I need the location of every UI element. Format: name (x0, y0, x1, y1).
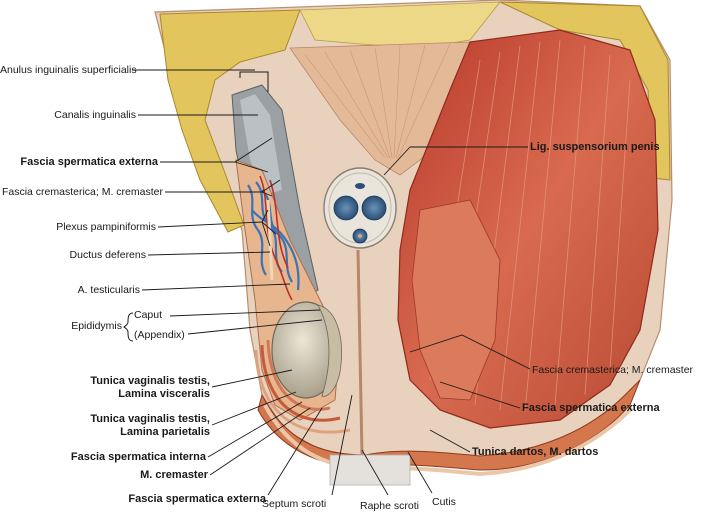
testicular-artery (259, 175, 293, 301)
label-cutis: Cutis (432, 496, 456, 508)
label-tv-par-2: Lamina parietalis (120, 426, 210, 438)
label-fascia-crem-left: Fascia cremasterica; M. cremaster (1, 186, 163, 198)
label-tunica-dartos: Tunica dartos, M. dartos (472, 446, 599, 458)
epididymis-shape (317, 304, 342, 397)
fat-layer-left (159, 9, 301, 233)
anulus-bracket (239, 71, 269, 92)
right-inner-fascia (411, 199, 501, 401)
label-raphe: Raphe scroti (360, 500, 419, 512)
penis-cross-section (323, 167, 397, 249)
label-m-crem: M. cremaster (140, 469, 208, 481)
label-canalis: Canalis inguinalis (54, 109, 136, 121)
label-tv-visc-1: Tunica vaginalis testis, (90, 375, 210, 387)
corpus-cavernosum-right (361, 195, 387, 221)
label-ductus: Ductus deferens (69, 249, 146, 261)
label-a-test: A. testicularis (77, 284, 140, 296)
label-fascia-ext-bottom: Fascia spermatica externa (128, 493, 266, 505)
skin-flap (329, 454, 411, 486)
septum-scroti (356, 249, 364, 456)
label-anulus: Anulus inguinalis superficialis (0, 64, 137, 76)
corpus-cavernosum-left (333, 195, 359, 221)
label-tv-visc-2: Lamina visceralis (118, 388, 210, 400)
label-tv-par-1: Tunica vaginalis testis, (90, 413, 210, 425)
spermatic-cord-highlight (240, 94, 282, 195)
leader-lines (132, 69, 531, 496)
label-fascia-ext-top: Fascia spermatica externa (20, 156, 158, 168)
label-plexus: Plexus pampiniformis (56, 221, 156, 233)
label-fascia-crem-right: Fascia cremasterica; M. cremaster (532, 364, 694, 376)
label-lig-susp: Lig. suspensorium penis (530, 141, 660, 153)
label-caput: Caput (134, 309, 163, 321)
label-septum: Septum scroti (262, 498, 327, 510)
label-epididymis: Epididymis (71, 320, 122, 332)
label-appendix: (Appendix) (134, 329, 185, 341)
ductus-deferens (266, 199, 274, 281)
epididymis-brace (123, 312, 134, 342)
label-fascia-ext-right: Fascia spermatica externa (522, 402, 660, 414)
label-fascia-int: Fascia spermatica interna (70, 451, 206, 463)
